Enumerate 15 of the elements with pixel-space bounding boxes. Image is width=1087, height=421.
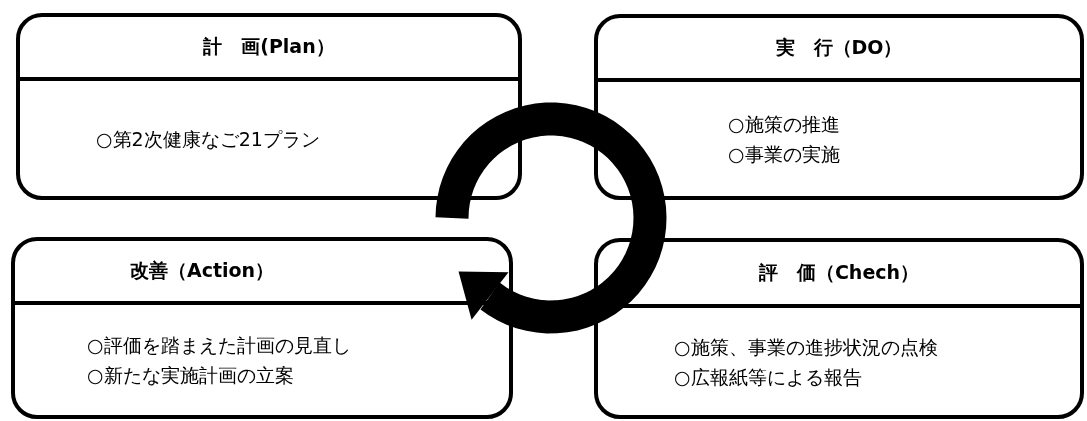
bullet-text: ○第2次健康なご21プラン — [96, 126, 320, 152]
process-card — [594, 238, 1084, 419]
process-card — [594, 14, 1084, 200]
card-heading: 計 画(Plan） — [203, 34, 335, 59]
card-heading: 実 行（DO） — [775, 35, 903, 60]
card-heading: 評 価（Chech） — [758, 260, 920, 285]
bullet-text: ○施策、事業の進捗状況の点検 — [674, 334, 938, 360]
card-heading: 改善（Action） — [129, 258, 275, 283]
bullet-text: ○広報紙等による報告 — [674, 364, 862, 390]
process-card — [11, 237, 513, 419]
bullet-text: ○施策の推進 — [728, 112, 840, 137]
bullet-text: ○事業の実施 — [728, 142, 840, 167]
bullet-text: ○新たな実施計画の立案 — [87, 363, 294, 388]
process-card — [16, 13, 522, 200]
bullet-text: ○評価を踏まえた計画の見直し — [87, 333, 351, 358]
